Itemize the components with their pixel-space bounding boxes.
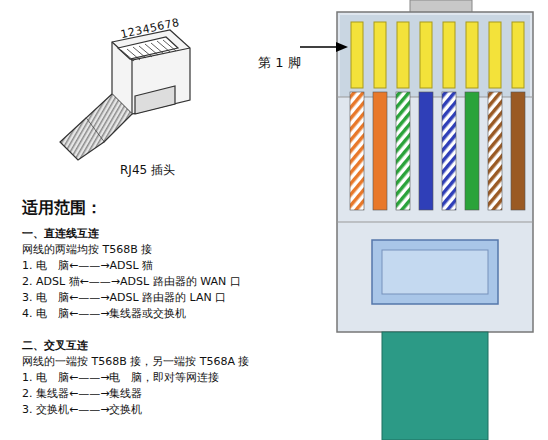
list-item: 3. 电 脑←——→ADSL 路由器的 LAN 口 xyxy=(22,290,226,305)
list-item: 3. 交换机←——→交换机 xyxy=(22,402,142,417)
wire xyxy=(373,92,387,210)
contact-pins xyxy=(351,22,524,88)
wire xyxy=(488,92,502,210)
list-item: 2. ADSL 猫←——→ADSL 路由器的 WAN 口 xyxy=(22,274,241,289)
note-text: 网线的一端按 T568B 接，另一端按 T568A 接 xyxy=(22,354,250,369)
small-plug xyxy=(60,30,190,160)
wire xyxy=(442,92,456,210)
wire xyxy=(465,92,479,210)
contact-pin xyxy=(420,22,432,88)
note-text: 网线的两端均按 T568B 接 xyxy=(22,242,152,257)
contact-pin xyxy=(489,22,501,88)
list-item: 2. 集线器←——→集线器 xyxy=(22,386,142,401)
wire xyxy=(350,92,364,210)
plug-latch xyxy=(372,240,498,304)
list-item: 1. 电 脑←——→电 脑，即对等网连接 xyxy=(22,370,219,385)
wire xyxy=(419,92,433,210)
contact-pin xyxy=(351,22,363,88)
contact-pin xyxy=(443,22,455,88)
section-heading: 适用范围： xyxy=(22,198,102,219)
rj45-plug-large xyxy=(337,0,533,332)
contact-pin xyxy=(374,22,386,88)
list-item: 1. 电 脑←——→ADSL 猫 xyxy=(22,258,153,273)
sub-heading: 一、直连线互连 xyxy=(22,226,99,241)
plug-caption: RJ45 插头 xyxy=(120,162,175,179)
cable-jacket xyxy=(382,332,488,440)
wire xyxy=(511,92,525,210)
wire-pairs xyxy=(350,92,525,210)
wire xyxy=(396,92,410,210)
contact-pin xyxy=(397,22,409,88)
arrow-head xyxy=(336,42,348,52)
pin-callout: 第 1 脚 xyxy=(258,54,301,72)
contact-pin xyxy=(512,22,524,88)
sub-heading: 二、交叉互连 xyxy=(22,338,88,353)
leader-line xyxy=(300,46,338,48)
contact-pin xyxy=(466,22,478,88)
list-item: 4. 电 脑←——→集线器或交换机 xyxy=(22,306,186,321)
